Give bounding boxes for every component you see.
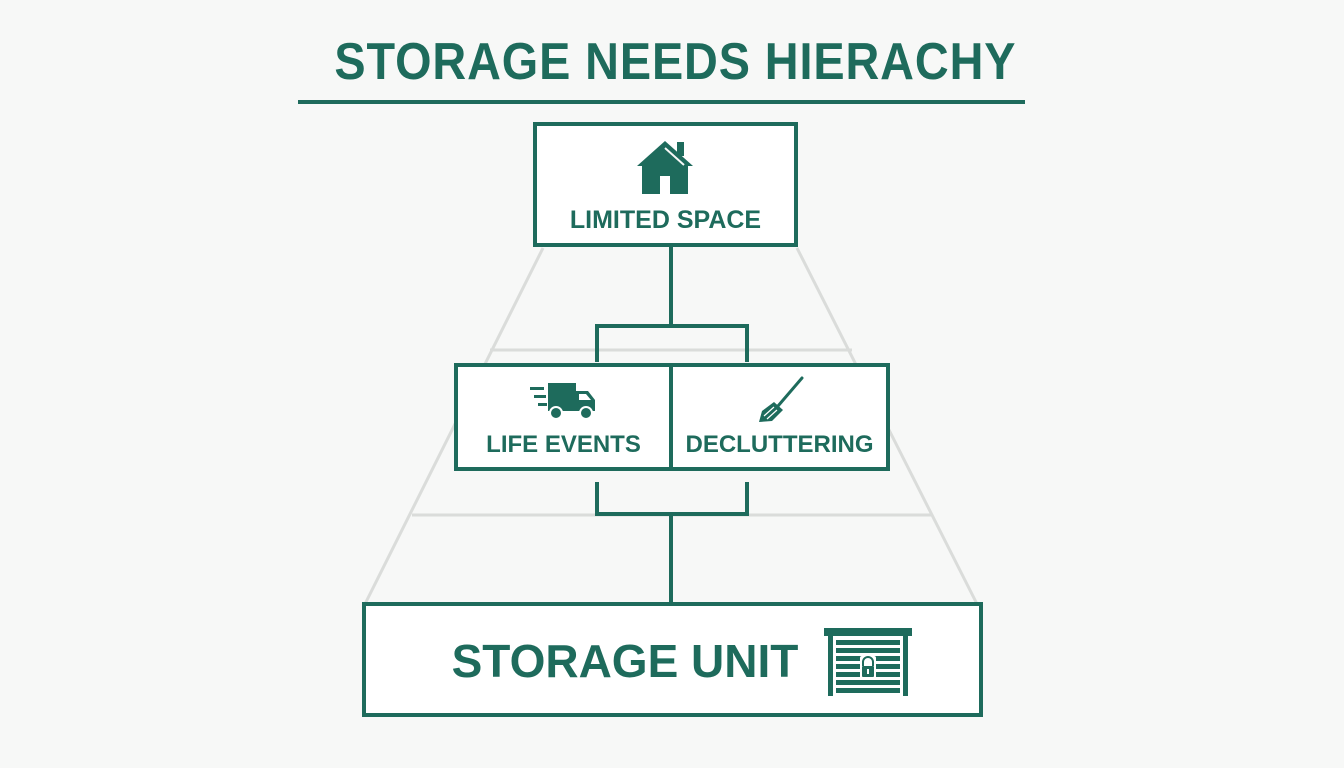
storage-unit-door-icon [824, 628, 912, 696]
moving-truck-icon [530, 383, 595, 420]
house-icon [637, 141, 693, 194]
node-life-events [454, 363, 673, 471]
node-limited-space-label: LIMITED SPACE [569, 206, 762, 234]
broom-icon [759, 376, 804, 422]
connector-bottom-fork [595, 482, 749, 516]
diagram-title: STORAGE NEEDS HIERACHY [334, 33, 1017, 91]
node-life-events-label: LIFE EVENTS [486, 431, 641, 458]
connector-top-fork [595, 324, 749, 362]
title-underline [298, 100, 1025, 104]
node-decluttering [669, 363, 890, 471]
node-storage-unit-label: STORAGE UNIT [451, 635, 799, 687]
node-decluttering-label: DECLUTTERING [685, 431, 874, 458]
connectors [595, 246, 749, 604]
